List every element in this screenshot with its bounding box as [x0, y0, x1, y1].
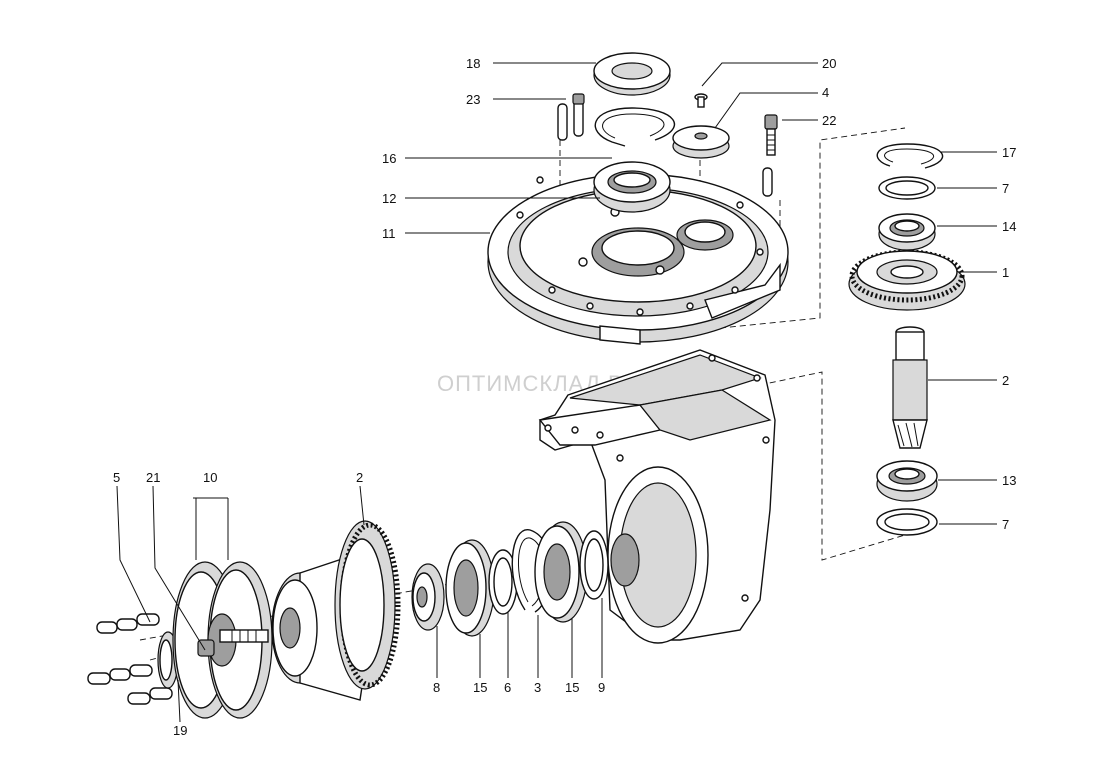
circlip-part-16 [594, 107, 676, 147]
callout-13: 13 [1002, 473, 1016, 488]
callout-2-right: 2 [1002, 373, 1009, 388]
callout-15-right: 15 [565, 680, 579, 695]
bearing-part-15-left [445, 539, 495, 637]
callout-15-left: 15 [473, 680, 487, 695]
callout-16: 16 [382, 151, 396, 166]
callout-22: 22 [822, 113, 836, 128]
bearing-part-14 [878, 213, 936, 251]
callout-6: 6 [504, 680, 511, 695]
callout-1: 1 [1002, 265, 1009, 280]
callout-2-bottom: 2 [356, 470, 363, 485]
seal-part-8 [411, 563, 445, 631]
shim-ring-part-7-upper [878, 176, 936, 200]
gear-part-1 [848, 249, 966, 311]
callout-3: 3 [534, 680, 541, 695]
pinion-shaft-part-2-vertical [892, 326, 928, 449]
callout-17: 17 [1002, 145, 1016, 160]
callout-7-lower: 7 [1002, 517, 1009, 532]
bearing-part-13 [876, 460, 938, 502]
callout-9: 9 [598, 680, 605, 695]
bolt-part-22 [764, 114, 778, 156]
callout-21: 21 [146, 470, 160, 485]
dowel-pins-part-23 [557, 93, 773, 197]
shim-ring-part-7-lower [876, 508, 938, 536]
callout-8: 8 [433, 680, 440, 695]
callout-23: 23 [466, 92, 480, 107]
callout-labels: 18 20 23 4 22 16 12 11 17 7 14 1 2 13 7 … [113, 56, 1016, 738]
flange-part-10 [172, 561, 273, 719]
hub-gear-part-2 [271, 520, 401, 701]
screw-part-21 [197, 639, 215, 657]
bearing-part-15-right [534, 521, 588, 623]
studs-part-5 [87, 613, 173, 705]
seal-ring-part-18 [593, 52, 671, 96]
callout-5: 5 [113, 470, 120, 485]
callout-4: 4 [822, 85, 829, 100]
screw-part-20 [694, 93, 708, 108]
leader-lines [116, 62, 997, 723]
callout-10: 10 [203, 470, 217, 485]
callout-20: 20 [822, 56, 836, 71]
callout-18: 18 [466, 56, 480, 71]
callout-7-upper: 7 [1002, 181, 1009, 196]
callout-11: 11 [382, 226, 396, 241]
callout-12: 12 [382, 191, 396, 206]
ring-part-6 [488, 549, 518, 615]
cap-part-4 [672, 125, 730, 159]
callout-14: 14 [1002, 219, 1016, 234]
ring-part-9 [579, 530, 609, 600]
housing-cover-part-11 [487, 173, 789, 345]
circlip-part-17 [876, 143, 944, 169]
bearing-part-12 [593, 161, 671, 213]
callout-19: 19 [173, 723, 187, 738]
